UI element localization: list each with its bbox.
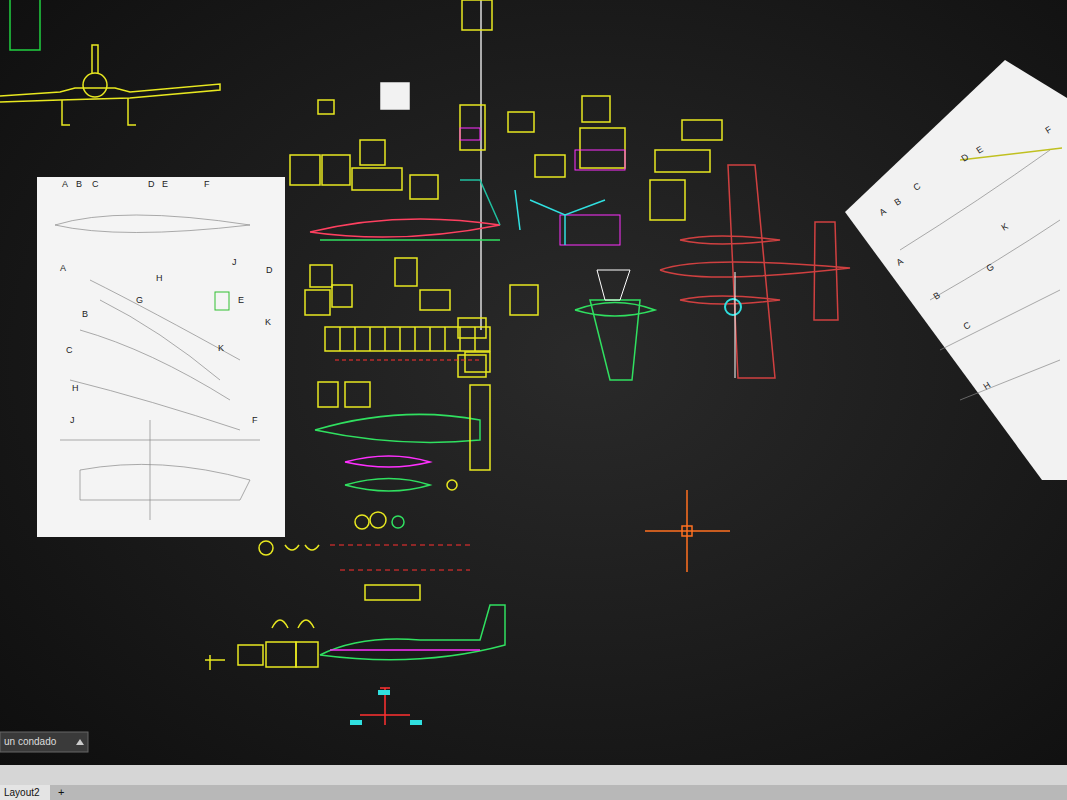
sheet-letter: D xyxy=(148,180,155,189)
sheet-letter: C xyxy=(66,346,73,355)
command-field: un condado xyxy=(4,737,56,747)
sheet-letter: E xyxy=(238,296,244,305)
sheet-letter: F xyxy=(252,416,258,425)
sheet-letter: K xyxy=(265,318,271,327)
sheet-letter: J xyxy=(232,258,237,267)
sheet-letter: A xyxy=(60,264,66,273)
sheet-letter: H xyxy=(72,384,79,393)
sheet-letter: A xyxy=(62,180,68,189)
sheet-letter: C xyxy=(92,180,99,189)
add-tab: + xyxy=(58,787,64,798)
sheet-letter: J xyxy=(70,416,75,425)
sheet-letter: B xyxy=(76,180,82,189)
sheet-letter: B xyxy=(82,310,88,319)
sheet-letter: E xyxy=(162,180,168,189)
sheet-letter: K xyxy=(218,344,224,353)
layout-tab: Layout2 xyxy=(4,788,40,798)
sheet-letter: G xyxy=(136,296,143,305)
sheet-letter: H xyxy=(156,274,163,283)
sheet-letter: F xyxy=(204,180,210,189)
sheet-letter: D xyxy=(266,266,273,275)
